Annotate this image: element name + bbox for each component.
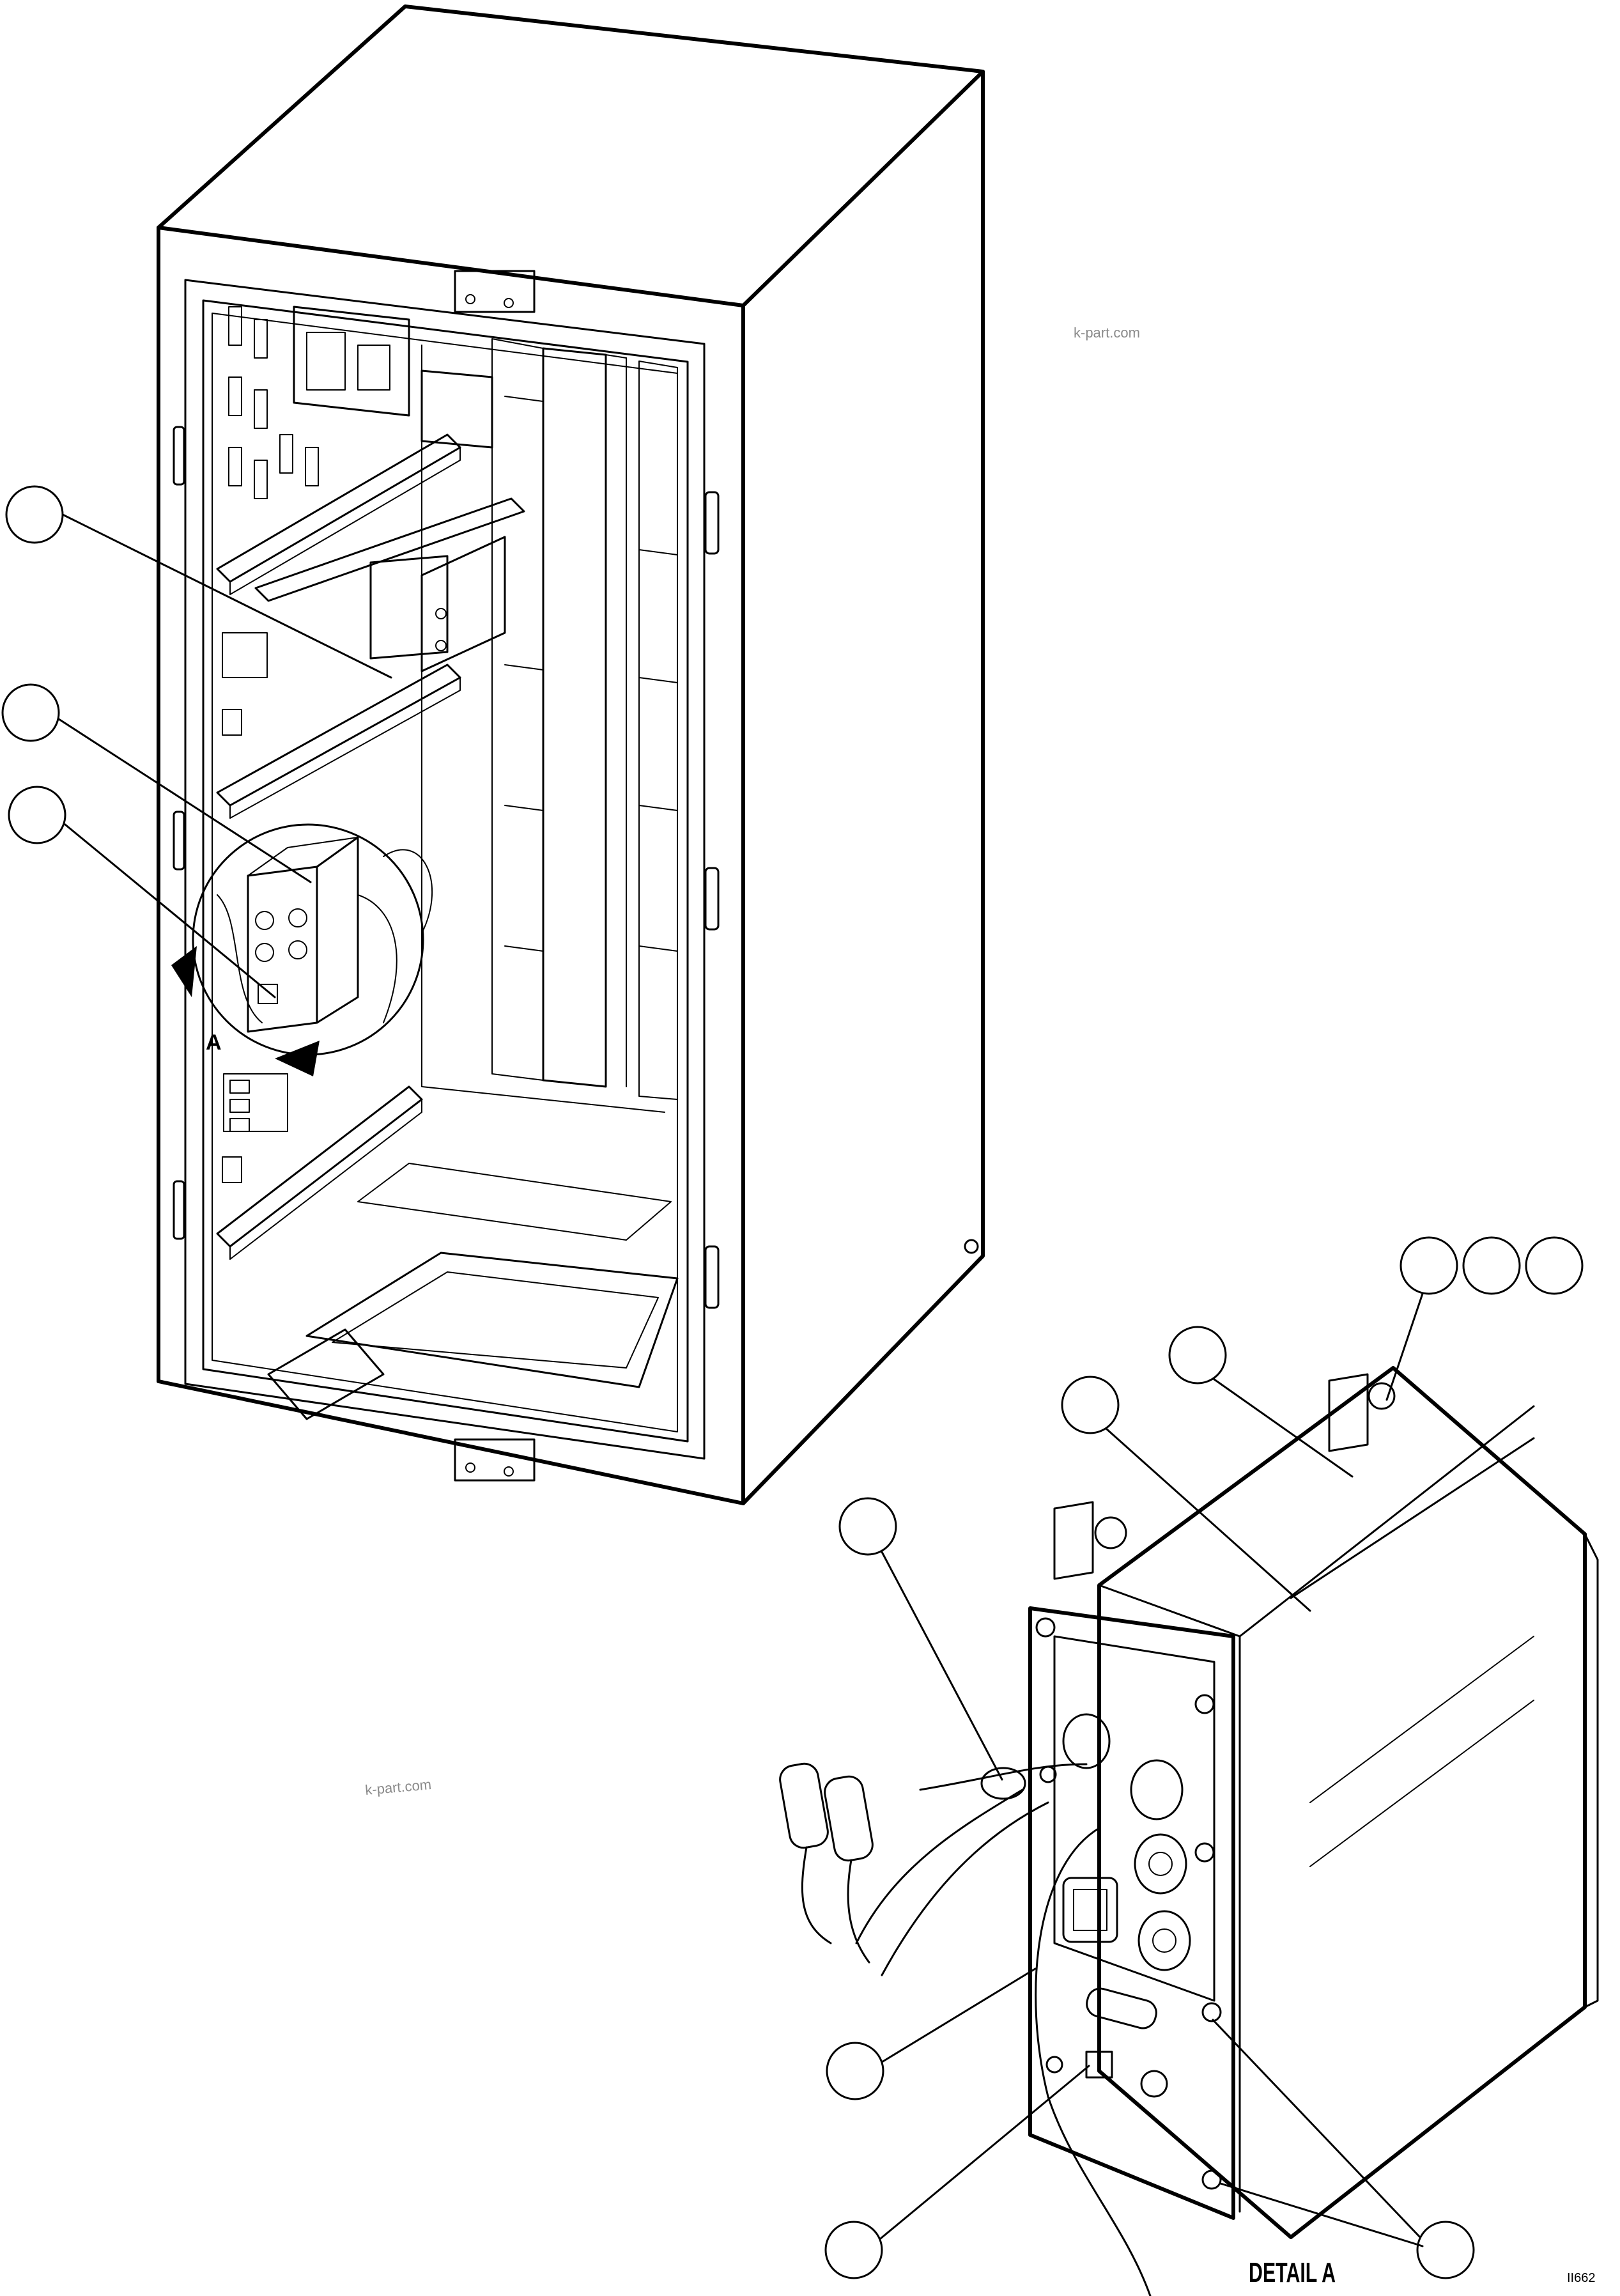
callout-balloon-6 <box>1525 1236 1584 1295</box>
callout-balloon-3 <box>8 786 66 844</box>
detail-label: DETAIL A <box>1249 2257 1336 2288</box>
detail-a-controller <box>779 1366 1599 2296</box>
callouts <box>1 485 1584 2279</box>
callout-balloon-10 <box>826 2042 884 2100</box>
callout-balloon-4 <box>1400 1236 1458 1295</box>
callout-balloon-1 <box>5 485 64 544</box>
callout-balloon-5 <box>1462 1236 1521 1295</box>
callout-balloon-9 <box>838 1497 897 1556</box>
watermark: k-part.com <box>1074 325 1140 341</box>
callout-balloon-2 <box>1 683 60 742</box>
drawing-code: II662 <box>1567 2271 1595 2285</box>
callout-balloon-12 <box>1416 2221 1475 2279</box>
callout-balloon-7 <box>1168 1326 1227 1385</box>
cabinet <box>157 4 985 1505</box>
watermark: k-part.com <box>364 1776 432 1798</box>
section-marker: A <box>206 1030 222 1055</box>
callout-balloon-11 <box>824 2221 883 2279</box>
callout-balloon-8 <box>1061 1376 1120 1434</box>
